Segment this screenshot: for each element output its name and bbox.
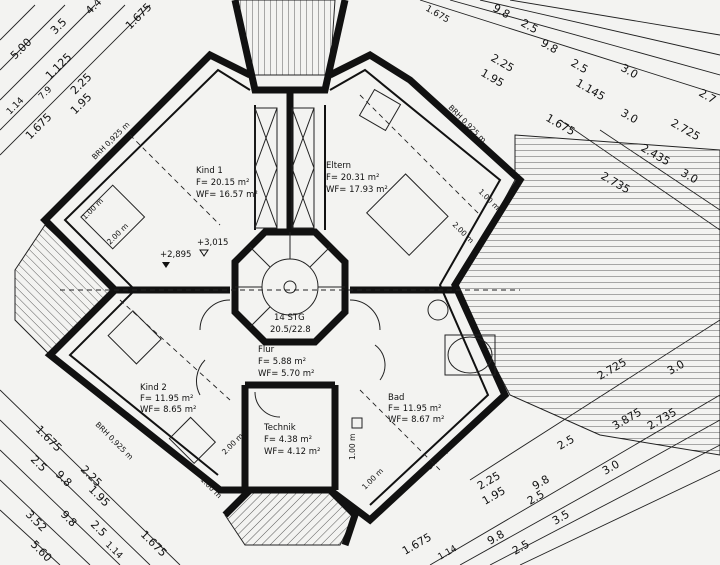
room-label-eltern: Eltern F= 20.31 m² WF= 17.93 m² [326,161,388,195]
dim-text: 1.675 [544,111,578,138]
level-a: +2,895 [160,250,191,260]
dim-text: 1.675 [400,531,434,558]
stair-label: 14 STG 20.5/22.8 [270,313,311,335]
kind2-name: Kind 2 [140,383,167,393]
doors [196,299,386,418]
window-width: 2.00 m [220,431,245,456]
exterior-walls [40,0,525,547]
dim-text: 2.7 [697,86,719,106]
bad-living-area: WF= 8.67 m² [388,415,444,425]
dim-text: 1.145 [574,76,608,103]
flur-name: Flur [258,345,275,355]
dim-text: 1.675 [33,423,64,454]
dim-text: 9.8 [491,1,513,21]
level-b: +3,015 [197,238,228,248]
stair-steps: 14 STG [274,313,305,323]
dim-text: 2.725 [669,116,703,143]
roof-slope-lines [60,94,520,471]
dimensions-top-left: 5.00 3.5 1.125 4.4 2.25 1.675 1.14 1.95 … [5,0,154,142]
eltern-name: Eltern [326,161,351,171]
dim-text: 1.675 [138,528,169,559]
staircase [231,228,349,346]
dimensions-bottom-left: 1.675 2.5 9.8 2.25 1.95 3.52 9.8 2.5 5.6… [23,423,169,565]
level-marker-icon [162,262,170,268]
dim-text: 2.5 [510,538,532,558]
dim-text: 1.95 [86,483,113,510]
room-label-flur: Flur F= 5.88 m² WF= 5.70 m² [258,345,314,379]
level-marker-icon [199,249,209,257]
kind1-area: F= 20.15 m² [196,178,249,188]
flur-area: F= 5.88 m² [258,357,306,367]
kind2-living-area: WF= 8.65 m² [140,405,196,415]
dim-text: 1.14 [437,544,460,563]
dim-text: 2.5 [525,488,547,508]
wardrobes [254,107,315,229]
dim-text: 2.5 [555,433,577,453]
technik-name: Technik [263,423,296,433]
brh-label: BRH 0,925 m [94,420,135,461]
room-label-kind2: Kind 2 F= 11.95 m² WF= 8.65 m² [140,383,196,415]
dim-text: 2.5 [569,56,591,76]
room-label-technik: Technik F= 4.38 m² WF= 4.12 m² [263,423,320,457]
technik-area: F= 4.38 m² [264,435,312,445]
dim-text: 2.5 [88,518,110,540]
dim-text: 3.0 [600,458,622,478]
dim-text: 9.8 [539,36,561,56]
dim-text: 2.25 [78,463,105,490]
eltern-living-area: WF= 17.93 m² [326,185,388,195]
dim-text: 1.675 [123,1,154,32]
dim-text: 1.675 [424,4,451,26]
dim-text: 9.8 [58,508,80,530]
stair-ratio: 20.5/22.8 [270,325,311,335]
dim-text: 7.9 [37,85,54,102]
window-width: 1.00 m [80,196,105,221]
brh-label: BRH 0,925 m [447,103,488,144]
bad-name: Bad [388,393,404,403]
dim-text: 2.5 [28,453,50,475]
dim-text: 1.675 [23,111,54,142]
flur-living-area: WF= 5.70 m² [258,369,314,379]
dim-text: 3.0 [619,106,641,126]
window-width: 1.00 m [477,187,502,212]
dim-text: 2.25 [68,71,95,98]
kind2-area: F= 11.95 m² [140,394,193,404]
roof-areas [14,0,720,546]
room-label-kind1: Kind 1 F= 20.15 m² WF= 16.57 m² [196,166,258,200]
room-label-bad: Bad F= 11.95 m² WF= 8.67 m² [388,393,444,425]
window-width: 1.00 m [348,434,357,460]
dim-text: 1.95 [68,91,95,118]
dim-text: 2.5 [519,16,541,36]
dim-text: 5.60 [28,538,55,565]
window-width: 2.00 m [105,221,130,246]
bad-area: F= 11.95 m² [388,404,441,414]
dim-text: 1.125 [43,51,74,82]
dim-text: 9.8 [53,468,75,490]
eltern-area: F= 20.31 m² [326,173,379,183]
window-width: 1.00 m [360,466,385,491]
dim-text: 4.4 [83,0,105,17]
brh-label: BRH 0,925 m [425,430,466,471]
kind1-name: Kind 1 [196,166,223,176]
dim-text: 3.52 [23,508,50,535]
window-width: 2.00 m [451,220,476,245]
technik-living-area: WF= 4.12 m² [264,447,320,457]
level-markers: +2,895 +3,015 [160,238,228,268]
kind1-living-area: WF= 16.57 m² [196,190,258,200]
